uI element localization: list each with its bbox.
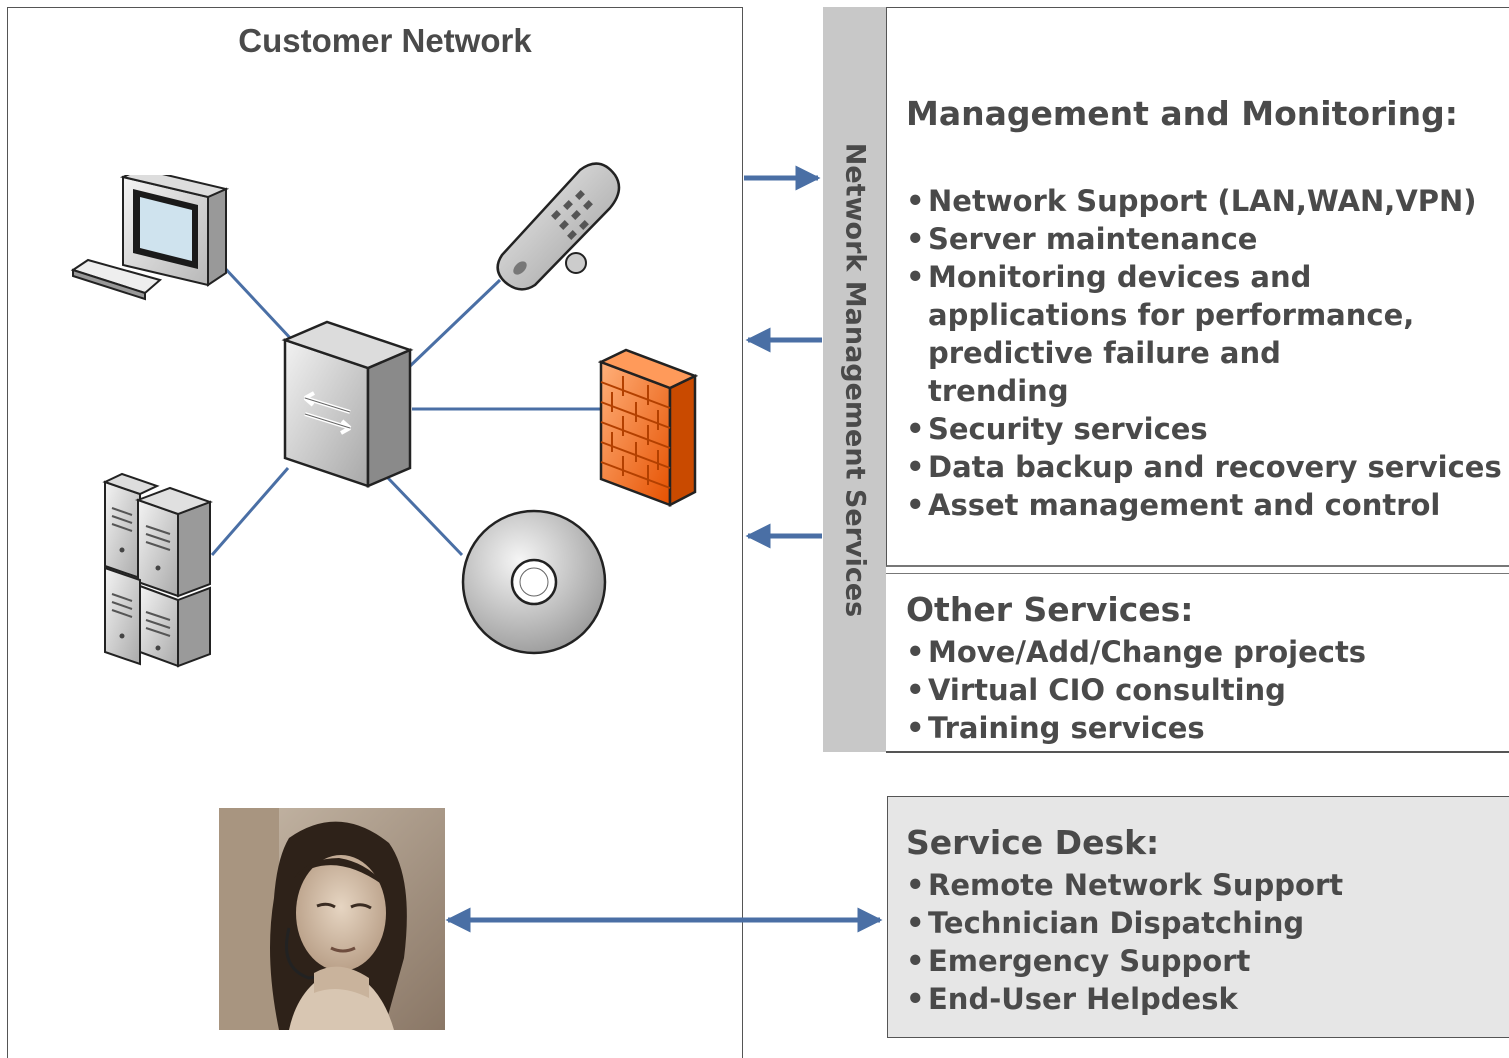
customer-network-panel — [7, 7, 743, 1058]
support-agent-photo — [219, 808, 445, 1030]
other-services-box — [886, 573, 1509, 753]
service-desk-list: •Remote Network Support •Technician Disp… — [906, 866, 1343, 1018]
management-box — [886, 7, 1509, 567]
optical-disc-icon — [461, 509, 607, 655]
management-list: •Network Support (LAN,WAN,VPN) •Server m… — [906, 182, 1502, 524]
server-rack-icon — [102, 472, 213, 668]
list-item: •Technician Dispatching — [906, 906, 1305, 940]
other-services-list: •Move/Add/Change projects •Virtual CIO c… — [906, 633, 1366, 747]
list-item: •Remote Network Support — [906, 868, 1344, 902]
link-desktop-switch — [220, 263, 294, 342]
other-services-heading: Other Services: — [906, 590, 1194, 629]
list-item: •Monitoring devices and applications for… — [906, 260, 1415, 408]
firewall-icon — [598, 348, 698, 508]
list-item: •Server maintenance — [906, 222, 1258, 256]
mobile-phone-icon — [496, 162, 621, 291]
management-heading: Management and Monitoring: — [906, 94, 1458, 133]
network-switch-icon — [281, 320, 414, 488]
customer-network-title: Customer Network — [238, 22, 532, 59]
list-item: •Emergency Support — [906, 944, 1251, 978]
list-item: •Network Support (LAN,WAN,VPN) — [906, 184, 1477, 218]
list-item: •Data backup and recovery services — [906, 450, 1502, 484]
link-disc-switch — [386, 476, 464, 557]
list-item: •Security services — [906, 412, 1208, 446]
list-item: •Training services — [906, 711, 1205, 745]
list-item: •Move/Add/Change projects — [906, 635, 1367, 669]
service-desk-heading: Service Desk: — [906, 823, 1160, 862]
desktop-computer-icon — [70, 175, 230, 301]
list-item: •Virtual CIO consulting — [906, 673, 1286, 707]
link-servers-switch — [210, 467, 290, 556]
list-item: •Asset management and control — [906, 488, 1441, 522]
link-phone-switch — [406, 278, 502, 370]
list-item: •End-User Helpdesk — [906, 982, 1238, 1016]
nms-label: Network Management Services — [839, 142, 871, 618]
nms-bar — [823, 7, 886, 752]
service-desk-box — [887, 796, 1509, 1038]
